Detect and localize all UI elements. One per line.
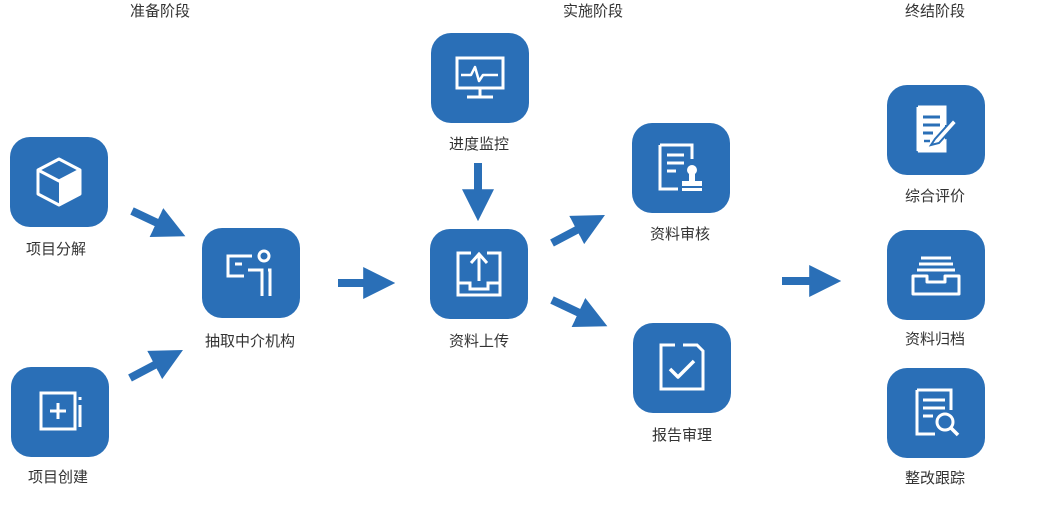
arrow-create-to-agency [128, 350, 183, 382]
cube-icon [36, 157, 82, 207]
arrow-upload-to-review [550, 215, 605, 247]
document-search-icon [915, 388, 960, 437]
label-rectify: 整改跟踪 [904, 469, 966, 487]
add-square-icon [39, 391, 82, 431]
label-evaluate: 综合评价 [904, 187, 966, 205]
label-review: 资料审核 [649, 225, 711, 243]
node-review[interactable] [632, 123, 730, 213]
presenter-icon [226, 249, 272, 296]
node-monitor[interactable] [431, 33, 529, 123]
label-decompose: 项目分解 [25, 240, 87, 258]
node-upload[interactable] [430, 229, 528, 319]
monitor-pulse-icon [455, 56, 505, 99]
stage-title-preparation: 准备阶段 [129, 2, 191, 20]
label-monitor: 进度监控 [448, 135, 510, 153]
node-decompose[interactable] [10, 137, 108, 227]
node-rectify[interactable] [887, 368, 985, 458]
node-report[interactable] [633, 323, 731, 413]
node-evaluate[interactable] [887, 85, 985, 175]
archive-inbox-icon [911, 256, 961, 296]
label-create: 项目创建 [27, 468, 89, 486]
node-archive[interactable] [887, 230, 985, 320]
label-upload: 资料上传 [448, 332, 510, 350]
node-create[interactable] [11, 367, 109, 457]
node-select-agency[interactable] [202, 228, 300, 318]
label-report: 报告审理 [651, 426, 713, 444]
document-stamp-icon [658, 143, 702, 191]
stage-title-implementation: 实施阶段 [562, 2, 624, 20]
stage-title-final: 终结阶段 [904, 2, 966, 20]
arrow-upload-to-report [550, 296, 608, 327]
document-check-icon [659, 343, 705, 391]
upload-tray-icon [456, 251, 502, 297]
label-archive: 资料归档 [904, 330, 966, 348]
label-select-agency: 抽取中介机构 [204, 332, 296, 350]
arrow-decompose-to-agency [130, 207, 186, 238]
document-pen-icon [916, 105, 959, 153]
